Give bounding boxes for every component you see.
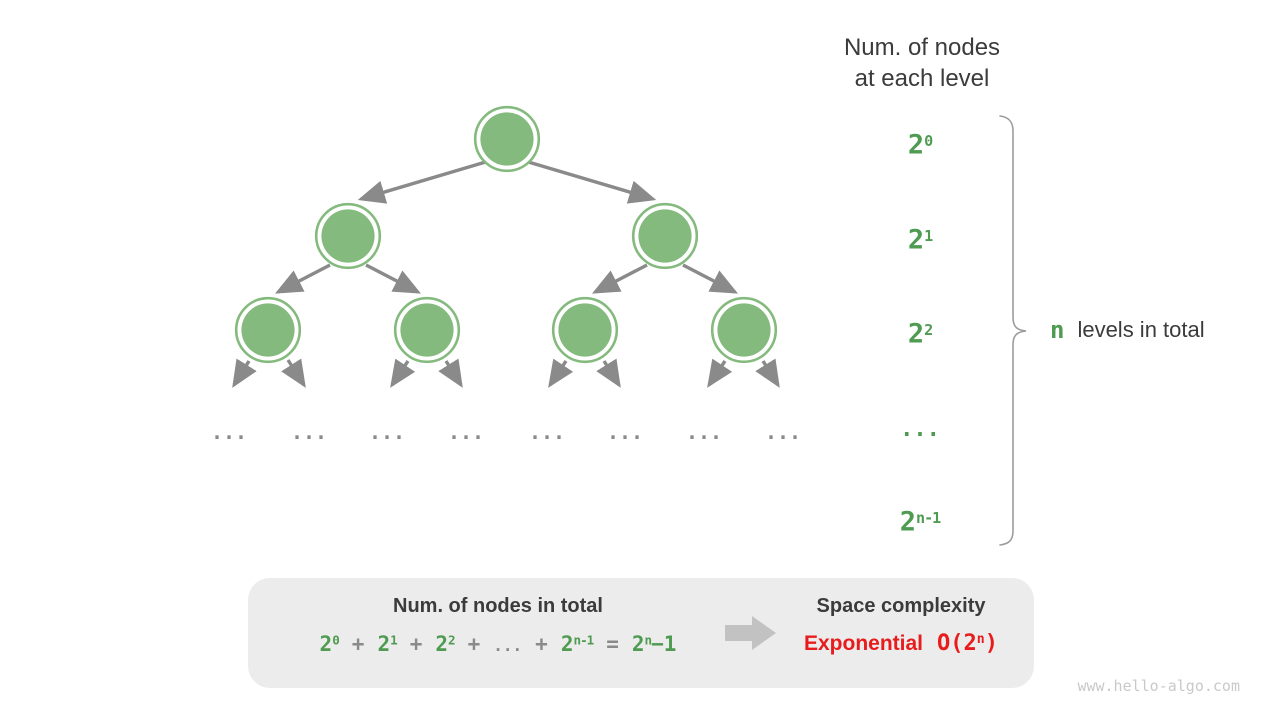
tree-edge (707, 358, 733, 388)
tree-ellipsis: ... (606, 420, 644, 444)
node-fill (480, 112, 534, 166)
level-count-label-0: 20 (907, 129, 933, 161)
node-fill (321, 209, 375, 263)
tree-edge (524, 159, 657, 204)
watermark: www.hello-algo.com (1077, 677, 1240, 695)
tree-edge (274, 263, 331, 294)
formula-ellipsis: ... (493, 636, 523, 655)
formula-term: 22 (435, 632, 455, 656)
plus-sign: + (535, 632, 548, 656)
tree-edge (682, 263, 739, 294)
tree-nodes (234, 105, 778, 364)
tree-edge (232, 358, 257, 388)
tree-ellipsis: ... (290, 420, 328, 444)
tree-ellipsis: ... (210, 420, 248, 444)
node-fill (558, 303, 612, 357)
tree-edge (365, 263, 422, 294)
complexity-word: Exponential (804, 632, 924, 655)
tree-ellipsis: ... (528, 420, 566, 444)
title-line-1: Num. of nodes (843, 34, 1001, 61)
node-fill (717, 303, 771, 357)
space-complexity-title: Space complexity (816, 595, 986, 617)
tree-edge (390, 358, 416, 388)
brace-label-n: n (1050, 316, 1065, 344)
node-fill (400, 303, 454, 357)
tree-ellipsis: ... (764, 420, 802, 444)
formula-term: 2n-1 (560, 632, 594, 656)
brace-label: n levels in total (1050, 314, 1205, 346)
tree-node (710, 296, 778, 364)
tree-edge (281, 358, 306, 388)
node-fill (241, 303, 295, 357)
level-count-label-ellipsis: ... (900, 417, 940, 443)
formula-result: 2n−1 (631, 632, 677, 656)
level-count-label-1: 21 (907, 224, 933, 256)
tree-edge (596, 358, 621, 388)
formula-term: 21 (377, 632, 397, 656)
summary-box-left: Num. of nodes in total 20 + 21 + 22 + ..… (248, 578, 748, 688)
tree-node (473, 105, 541, 173)
tree-edge (591, 263, 648, 294)
plus-sign: + (467, 632, 481, 656)
tree-node (234, 296, 302, 364)
complexity-value: Exponential O(2n) (768, 631, 1034, 656)
sum-formula: 20 + 21 + 22 + ... + 2n-1 = 2n−1 (248, 632, 748, 656)
tree-node (631, 202, 699, 270)
tree-edge (357, 159, 490, 204)
brace-label-text: levels in total (1077, 317, 1205, 342)
nodes-total-title: Num. of nodes in total (393, 595, 603, 617)
level-count-label-2: 22 (907, 318, 933, 350)
tree-ellipsis: ... (447, 420, 485, 444)
node-fill (638, 209, 692, 263)
summary-box-right: Space complexity Exponential O(2n) (768, 578, 1034, 688)
right-panel-title: Num. of nodes at each level (812, 32, 1032, 94)
summary-box: Num. of nodes in total 20 + 21 + 22 + ..… (248, 578, 1034, 688)
big-o-notation: O(2n) (937, 631, 998, 656)
tree-node (393, 296, 461, 364)
tree-ellipsis: ... (368, 420, 406, 444)
equals-sign: = (606, 632, 619, 656)
right-arrow-icon (725, 616, 776, 650)
plus-sign: + (351, 632, 365, 656)
title-line-2: at each level (854, 65, 990, 92)
tree-node (551, 296, 619, 364)
tree-edges (232, 159, 780, 388)
tree-edge (755, 358, 780, 388)
level-count-label-last: 2n-1 (899, 506, 942, 538)
tree-edge (548, 358, 574, 388)
brace (999, 115, 1027, 546)
tree-node (314, 202, 382, 270)
plus-sign: + (409, 632, 423, 656)
tree-edge (438, 358, 463, 388)
tree-ellipsis: ... (685, 420, 723, 444)
formula-term: 20 (319, 632, 340, 656)
